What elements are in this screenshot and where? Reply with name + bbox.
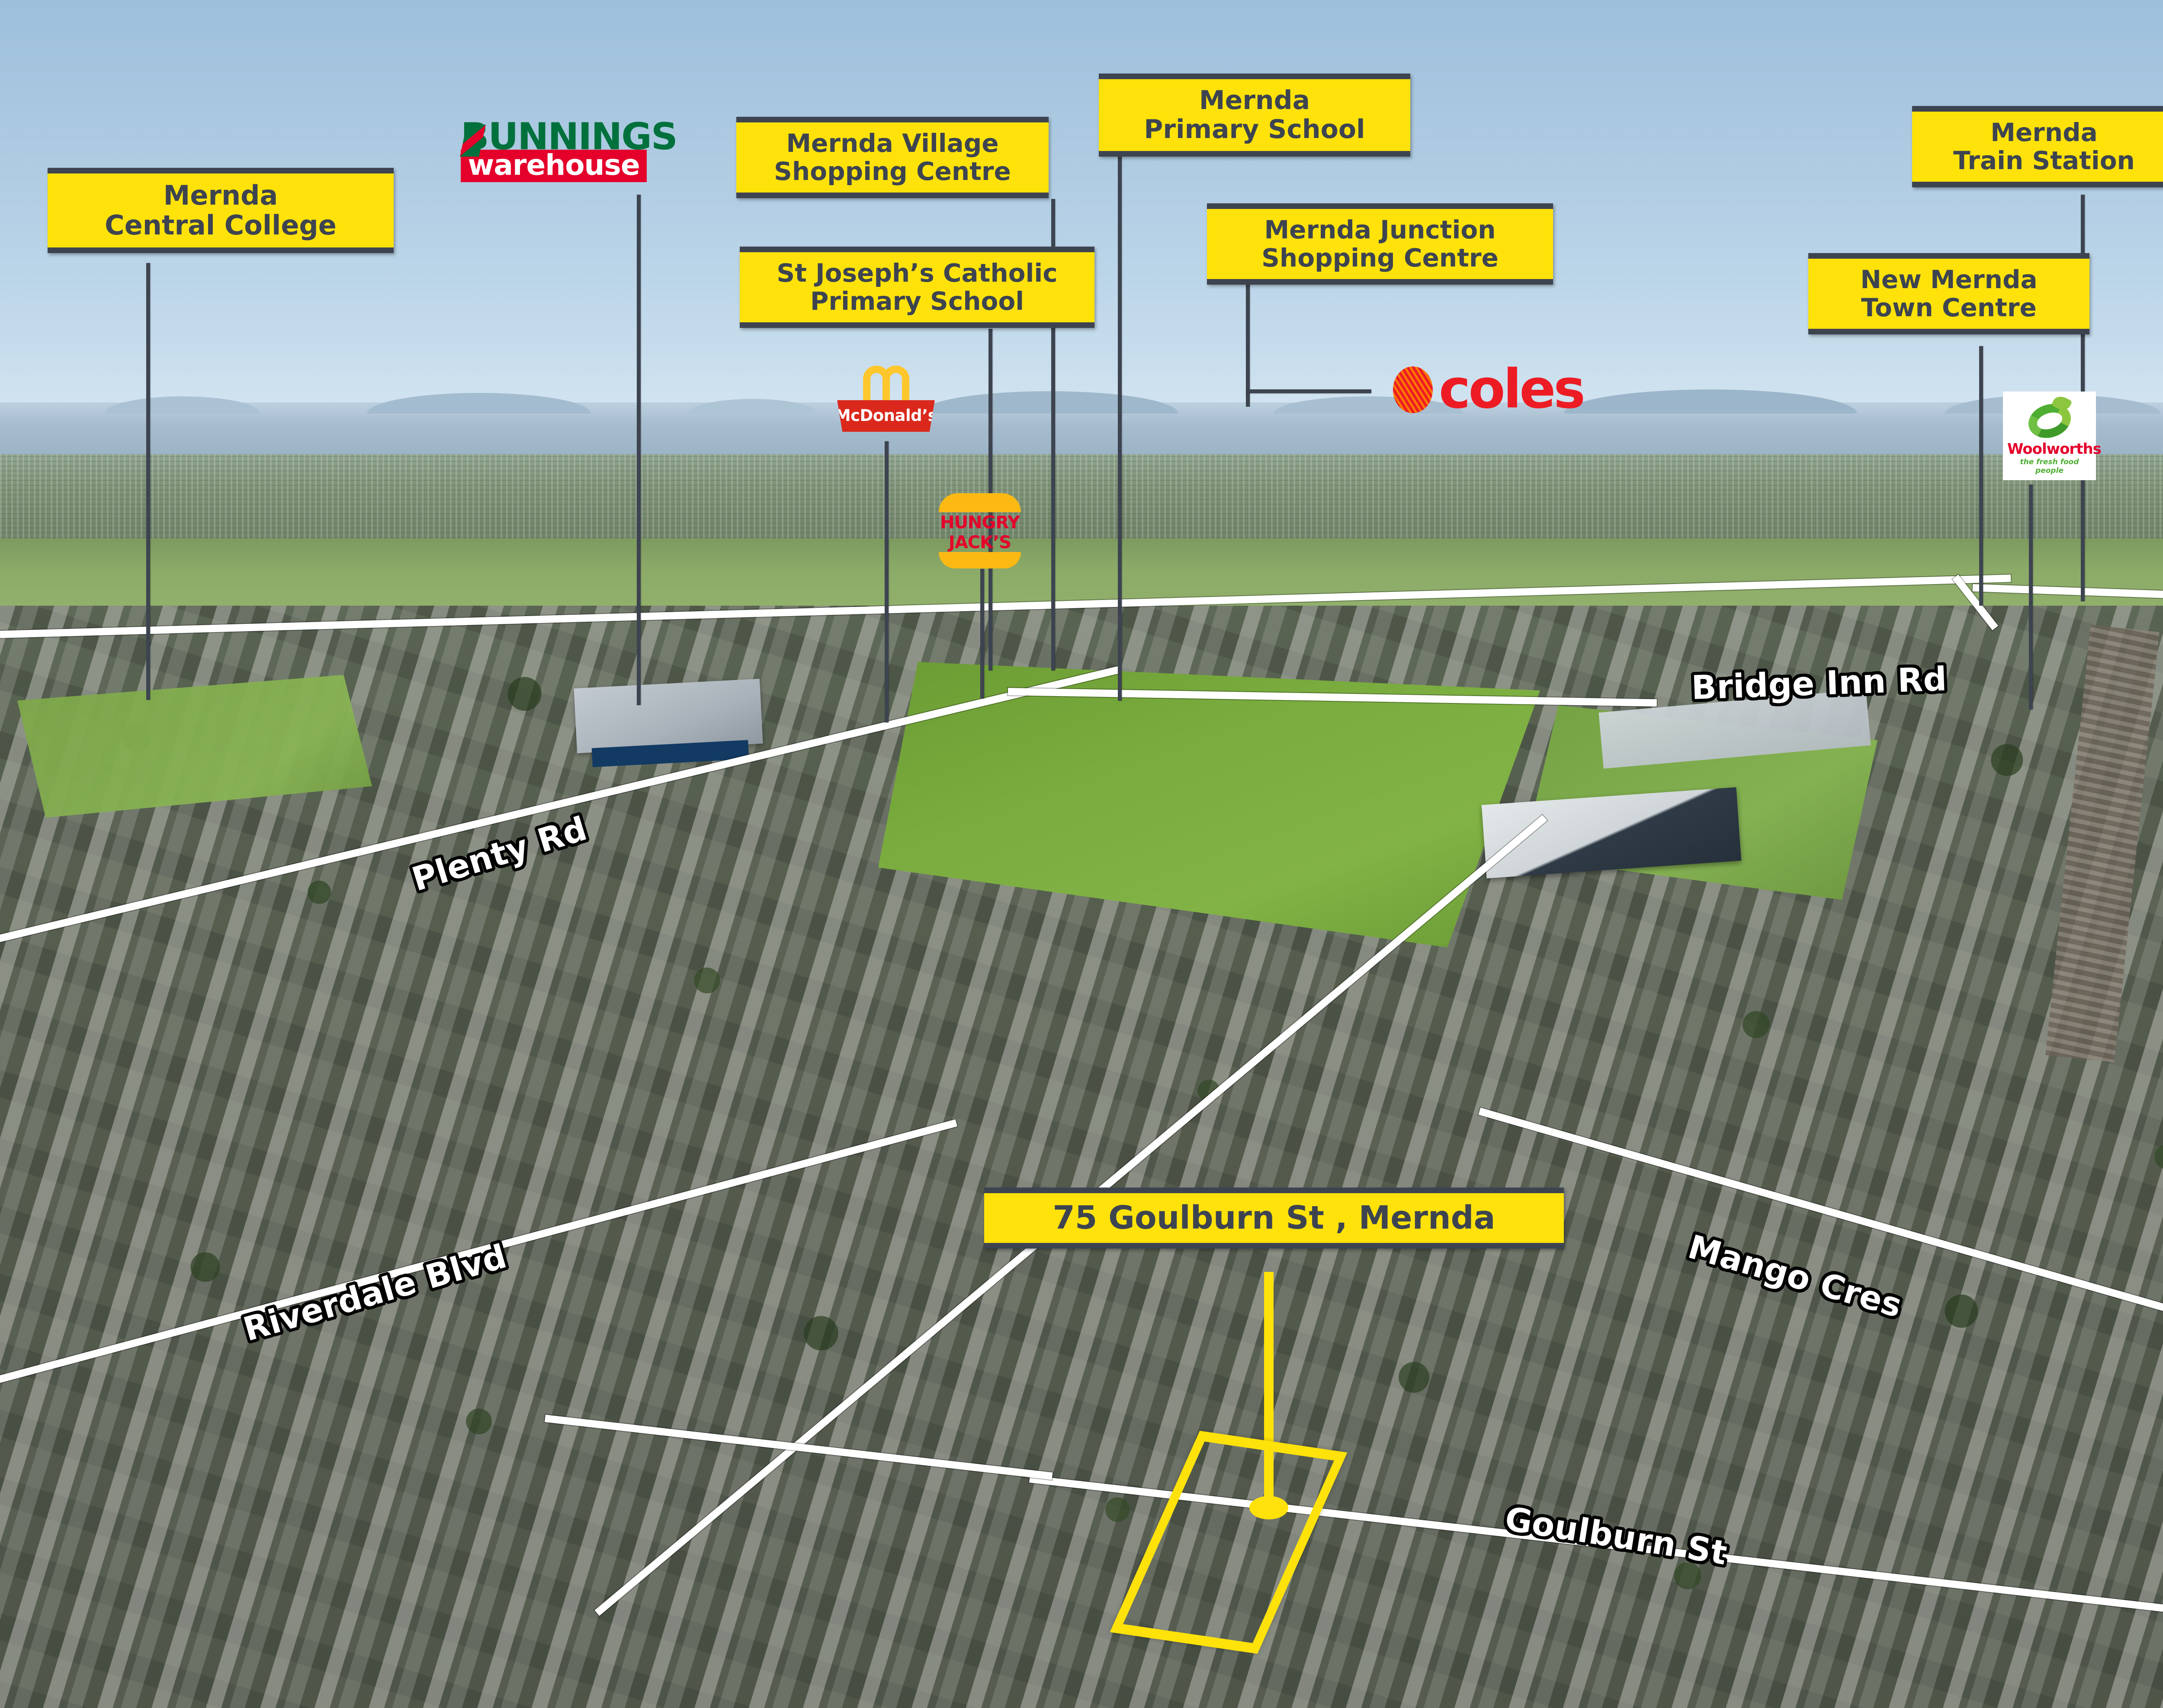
callout-mernda-village-shopping-centre[interactable]: Mernda Village Shopping Centre: [736, 117, 1049, 198]
burger-bun-top-icon: [939, 493, 1021, 512]
leader-line-mernda-junction: [1246, 273, 1250, 407]
burger-bun-bottom-icon: [939, 552, 1021, 568]
leader-line-new-mernda-town-centre: [1979, 346, 1983, 606]
woolworths-logo: Woolworths the fresh food people: [2003, 392, 2102, 480]
leader-line-bunnings: [637, 195, 641, 705]
coles-dot-icon: [1393, 366, 1433, 413]
leader-line-mernda-junction-horizontal: [1246, 389, 1371, 393]
leader-line-mernda-village: [1051, 199, 1055, 671]
callout-st-josephs-catholic-primary-school[interactable]: St Joseph’s Catholic Primary School: [740, 247, 1094, 328]
hungry-jacks-wordmark-line1: HUNGRY: [940, 513, 1020, 533]
hungry-jacks-logo: HUNGRY JACK’S: [939, 493, 1021, 568]
callout-subject-property[interactable]: 75 Goulburn St , Mernda: [984, 1188, 1564, 1249]
mcdonalds-logo: McDonald’s: [834, 366, 938, 432]
coles-logo: coles: [1393, 358, 1585, 421]
leader-line-hungryjacks: [980, 569, 984, 699]
leader-line-mernda-primary-school: [1118, 151, 1122, 701]
property-connector-line: [1264, 1272, 1274, 1506]
leader-line-mcdonalds: [885, 441, 889, 722]
property-location-dot: [1249, 1496, 1288, 1519]
callout-mernda-train-station[interactable]: Mernda Train Station: [1912, 106, 2163, 187]
hungry-jacks-wordmark-line2: JACK’S: [948, 533, 1011, 552]
coles-wordmark: coles: [1439, 358, 1585, 421]
callout-mernda-junction-shopping-centre[interactable]: Mernda Junction Shopping Centre: [1207, 203, 1553, 285]
leader-line-mernda-central-college: [146, 263, 150, 700]
bunnings-building: [574, 678, 763, 754]
golden-arches-icon: [834, 366, 938, 406]
callout-new-mernda-town-centre[interactable]: New Mernda Town Centre: [1808, 253, 2089, 334]
mcdonalds-wordmark: McDonald’s: [837, 400, 935, 432]
woolworths-tagline: the fresh food people: [2020, 458, 2079, 475]
callout-mernda-primary-school[interactable]: Mernda Primary School: [1099, 74, 1410, 157]
leader-line-woolworths: [2029, 485, 2033, 710]
bunnings-warehouse-word: warehouse: [461, 149, 647, 183]
woolworths-apple-icon: [2024, 393, 2075, 443]
callout-mernda-central-college[interactable]: Mernda Central College: [48, 168, 394, 253]
bunnings-warehouse-logo: BUNNINGS warehouse: [460, 118, 678, 183]
woolworths-wordmark: Woolworths: [2007, 440, 2102, 458]
distant-hills: [0, 388, 2163, 459]
bunnings-wordmark: BUNNINGS: [461, 115, 678, 158]
